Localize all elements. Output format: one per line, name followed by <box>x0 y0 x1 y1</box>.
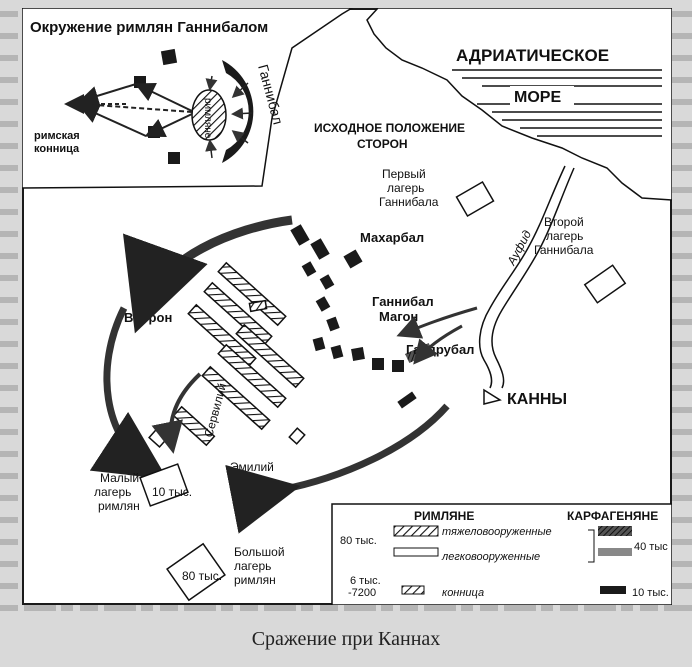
first-camp-label-1: Первый <box>382 167 426 181</box>
battle-map: Окружение римлян Ганнибалом римляне Ганн… <box>22 8 672 605</box>
hasdrubal-label: Гасдрубал <box>406 342 474 357</box>
legend-carthaginians: КАРФАГЕНЯНЕ <box>567 509 658 523</box>
legend-romans: РИМЛЯНЕ <box>414 509 474 523</box>
legend-carthage-cav <box>600 586 626 594</box>
second-camp-label-2: лагерь <box>546 229 583 243</box>
legend: РИМЛЯНЕ КАРФАГЕНЯНЕ тяжеловооруженные 80… <box>331 503 672 605</box>
inset-cavalry-unit <box>160 48 178 66</box>
cannae-marker <box>483 388 502 405</box>
small-camp-label-2: лагерь <box>94 485 131 499</box>
legend-carthage-light <box>598 548 632 556</box>
second-camp-label-1: Второй <box>544 215 584 229</box>
big-roman-camp <box>166 542 226 602</box>
movement-arrows <box>89 215 478 534</box>
aufidus-river <box>478 165 566 389</box>
hannibal-magon-label-1: Ганнибал <box>372 294 434 309</box>
figure-caption: Сражение при Каннах <box>251 628 441 650</box>
legend-carthage-heavy <box>598 526 632 536</box>
legend-roman-cavalry-1: 6 тыс. <box>350 575 381 587</box>
small-roman-camp <box>139 463 189 507</box>
legend-roman-infantry: 80 тыс. <box>340 535 377 547</box>
hannibal-magon-label-2: Магон <box>379 309 418 324</box>
legend-roman-cavalry-2: -7200 <box>348 587 376 599</box>
big-camp-label-2: лагерь <box>234 559 271 573</box>
second-hannibal-camp <box>583 264 627 304</box>
maharbal-label: Махарбал <box>360 230 424 245</box>
inset-cavalry-unit <box>168 152 180 164</box>
legend-carthage-infantry: 40 тыс <box>634 541 668 553</box>
legend-heavy: тяжеловооруженные <box>442 526 552 538</box>
legend-carthage-cavalry: 10 тыс. <box>632 587 669 599</box>
big-camp-label-1: Большой <box>234 545 285 559</box>
aemilius-label-2: Павел <box>238 474 273 488</box>
small-camp-label-1: Малый <box>100 471 139 485</box>
first-camp-label-3: Ганнибала <box>379 195 439 209</box>
river-label: Ауфид <box>504 228 534 269</box>
small-camp-label-3: римлян <box>98 499 140 513</box>
legend-roman-light <box>393 547 439 557</box>
servilius-label: Сервилий <box>201 382 229 439</box>
first-hannibal-camp <box>455 180 495 218</box>
varro-label: Варрон <box>124 310 172 325</box>
adriatic-sea: АДРИАТИЧЕСКОЕ МОРЕ <box>366 8 672 201</box>
legend-roman-heavy <box>393 525 439 537</box>
sea-label-1: АДРИАТИЧЕСКОЕ <box>456 46 609 65</box>
sea-label-2: МОРЕ <box>514 89 561 106</box>
cannae-label: КАННЫ <box>507 391 567 408</box>
initial-position-2: СТОРОН <box>357 137 408 151</box>
roman-cavalry-label-2: конница <box>34 143 80 155</box>
legend-light: легковооруженные <box>441 551 540 563</box>
inset-title: Окружение римлян Ганнибалом <box>30 19 268 36</box>
carthaginian-line <box>290 224 404 372</box>
big-camp-label-3: римлян <box>234 573 276 587</box>
inset-panel: Окружение римлян Ганнибалом римляне Ганн… <box>22 8 354 189</box>
roman-cavalry-label-1: римская <box>34 130 80 142</box>
aemilius-label-1: Эмилий <box>230 460 274 474</box>
legend-cavalry: конница <box>442 587 484 599</box>
romans-ellipse-label: римляне <box>202 98 213 139</box>
big-camp-count: 80 тыс. <box>182 569 222 583</box>
initial-position-1: ИСХОДНОЕ ПОЛОЖЕНИЕ <box>314 121 465 135</box>
first-camp-label-2: лагерь <box>387 181 424 195</box>
small-camp-count: 10 тыс. <box>152 485 192 499</box>
second-camp-label-3: Ганнибала <box>534 243 594 257</box>
legend-roman-cav <box>401 585 425 595</box>
